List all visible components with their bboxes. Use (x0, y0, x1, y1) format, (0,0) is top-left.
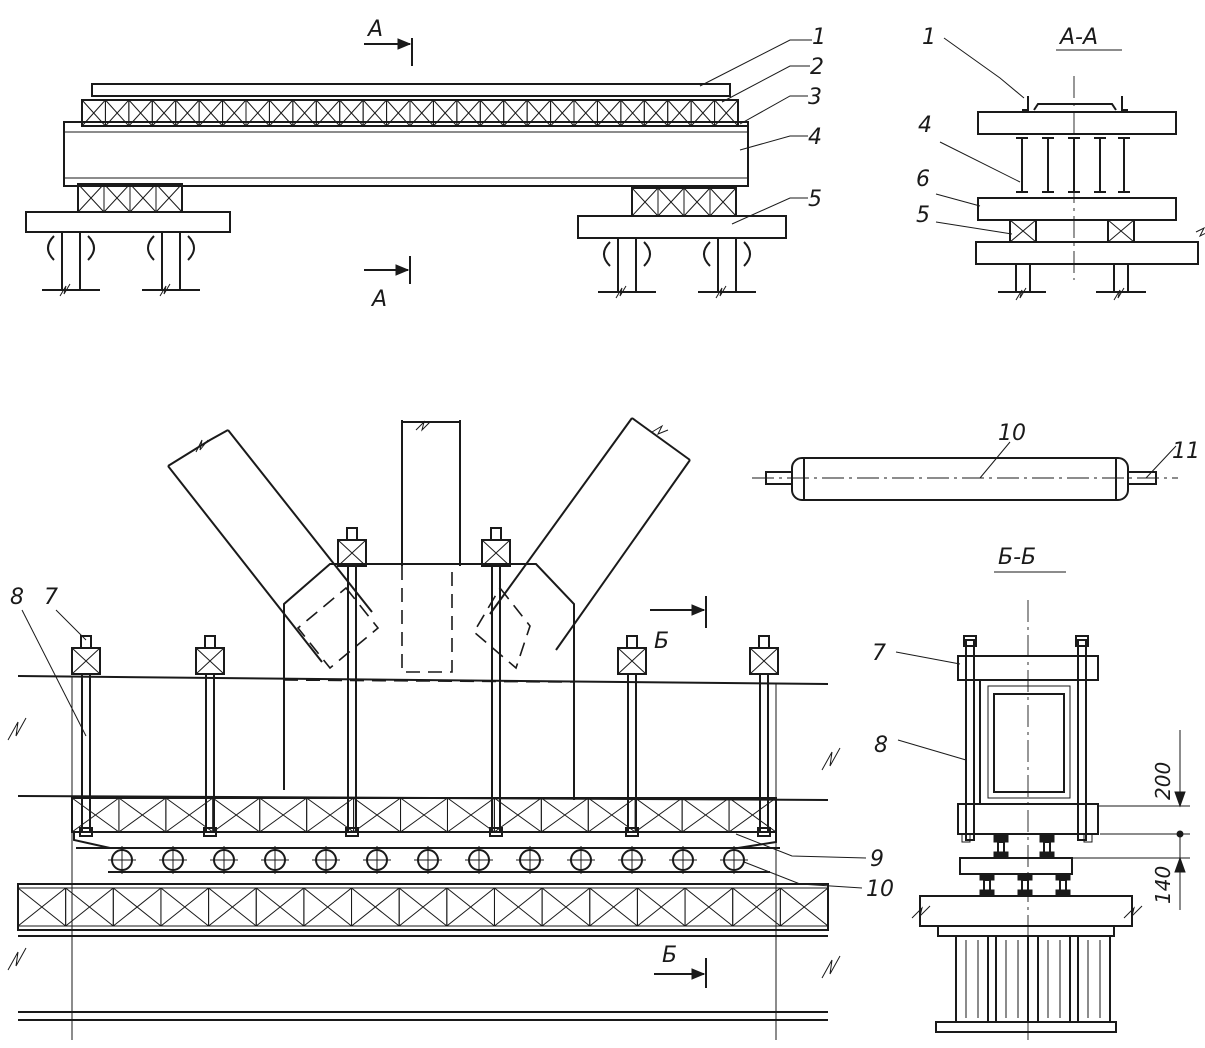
callout-3: 3 (808, 85, 822, 110)
section-cut-b: Б Б (650, 596, 707, 988)
cut-b-bottom-label: Б (662, 943, 677, 968)
cut-b-top-label: Б (654, 629, 669, 654)
aa-ibeams (1016, 137, 1130, 193)
bb-callout-8: 8 (874, 733, 888, 758)
bolt-rod (205, 673, 215, 833)
dim-140: 140 (1151, 866, 1175, 904)
roller-callout-11: 11 (1172, 439, 1200, 464)
callouts-elevation: 1 2 3 4 5 (699, 25, 826, 225)
section-aa-view: А-А 1 4 6 5 (916, 25, 1205, 301)
cut-a-top-label: А (366, 17, 383, 42)
bolts-8 (71, 527, 779, 837)
roller-10 (791, 457, 1129, 501)
bb-ibeam (1037, 935, 1071, 1023)
girder-top-edge (17, 675, 829, 685)
bb-ibeam (1077, 935, 1111, 1023)
section-cut-a: А А (364, 17, 413, 312)
bb-deck (919, 895, 1133, 927)
callout-5: 5 (808, 187, 822, 212)
callout-1: 1 (812, 25, 826, 50)
roller-callout-10: 10 (998, 421, 1026, 446)
aa-deck (977, 111, 1177, 135)
plan-callout-9: 9 (870, 847, 884, 872)
cut-a-bottom-label: А (370, 287, 387, 312)
aa-cap-beam (975, 241, 1199, 265)
aa-callout-1: 1 (922, 25, 936, 50)
gusset-plate (283, 563, 575, 800)
launch-plan-view: Б Б 8 7 9 10 (7, 417, 894, 1040)
track-sleeper (779, 887, 829, 927)
cross-beam-left (25, 211, 231, 233)
callout-2: 2 (810, 55, 824, 80)
section-aa-title: А-А (1058, 25, 1098, 50)
slide-plate-9 (73, 831, 777, 849)
piles-left (42, 232, 200, 297)
cross-beam-5 (577, 215, 787, 239)
piles-right (598, 238, 756, 299)
roller-detail: 10 11 (752, 421, 1200, 501)
bb-callout-7: 7 (872, 641, 886, 666)
bolt-rod (627, 673, 637, 833)
section-bb-view: Б-Б (872, 545, 1190, 1040)
bb-bottom-timber (957, 803, 1099, 835)
plan-callout-10: 10 (866, 877, 894, 902)
callout-4: 4 (808, 125, 822, 150)
side-elevation-view: А А 1 2 3 4 5 (25, 17, 826, 312)
dim-200: 200 (1151, 762, 1175, 800)
plan-callout-7: 7 (44, 585, 58, 610)
bb-rollers (993, 833, 1055, 859)
aa-callout-4: 4 (918, 113, 932, 138)
bb-rod-right (1077, 639, 1087, 841)
plan-callout-8: 8 (10, 585, 24, 610)
bolt-rod (347, 565, 357, 833)
bolt-rod (759, 673, 769, 833)
aa-cross-beam-6 (977, 197, 1177, 221)
rail-1 (91, 83, 731, 97)
bb-ibeam (955, 935, 989, 1023)
bb-plate (959, 857, 1073, 875)
section-bb-title: Б-Б (998, 545, 1036, 570)
bolt-rod (491, 565, 501, 833)
aa-callout-5: 5 (916, 203, 930, 228)
bolt-rod (81, 673, 91, 833)
bb-rod-left (965, 639, 975, 841)
bb-ibeam (995, 935, 1029, 1023)
beam-4 (63, 121, 749, 187)
bb-dimensions: 200 140 (1072, 730, 1190, 910)
aa-callout-6: 6 (916, 167, 930, 192)
